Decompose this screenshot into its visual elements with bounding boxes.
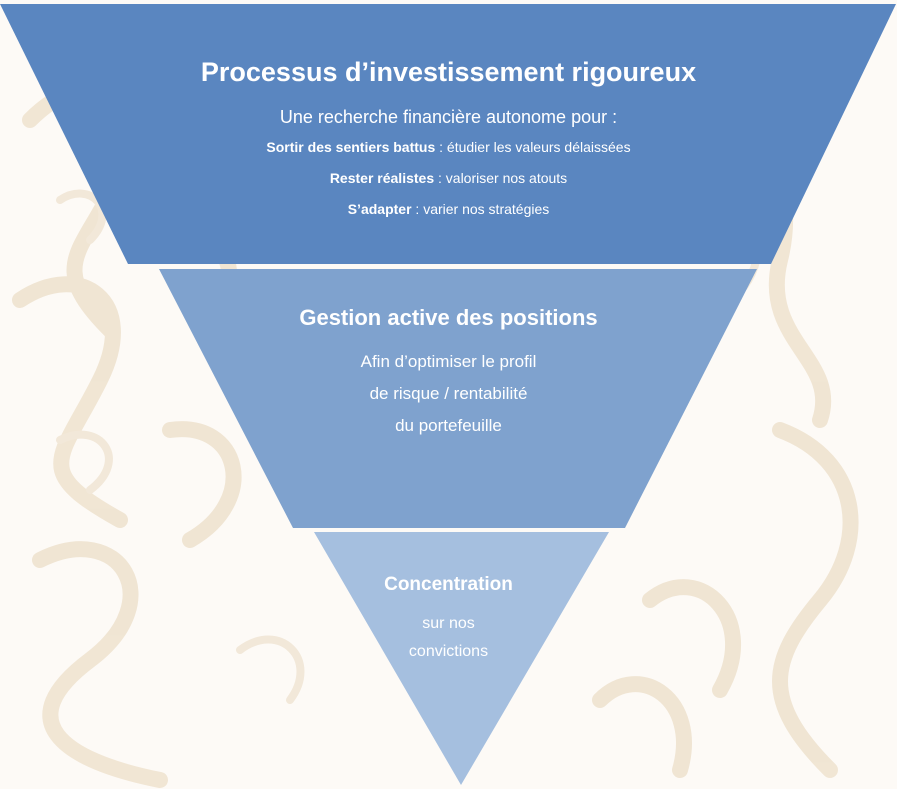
layer-middle-line: du portefeuille: [395, 416, 502, 435]
layer-bottom-text: Concentration sur nos convictions: [0, 570, 897, 666]
layer-bottom-title: Concentration: [384, 574, 513, 595]
layer-top-text: Processus d’investissement rigoureux Une…: [0, 52, 897, 225]
item-label: S’adapter: [347, 201, 412, 217]
item-text: : étudier les valeurs délaissées: [435, 139, 631, 155]
layer-bottom-line: sur nos: [422, 615, 475, 632]
layer-middle-title: Gestion active des positions: [299, 305, 598, 330]
pyramid-layer-bottom: [314, 532, 609, 785]
pyramid-layer-middle: [159, 269, 757, 528]
item-text: : varier nos stratégies: [411, 201, 550, 217]
layer-bottom-line: convictions: [408, 643, 489, 660]
layer-top-item: Rester réalistes : valoriser nos atouts: [0, 163, 897, 194]
pyramid-layer-top: [0, 4, 896, 264]
item-text: : valoriser nos atouts: [434, 170, 568, 186]
layer-top-item: S’adapter : varier nos stratégies: [0, 194, 897, 225]
item-label: Sortir des sentiers battus: [266, 139, 436, 155]
layer-middle-line: de risque / rentabilité: [369, 384, 528, 403]
item-label: Rester réalistes: [329, 170, 435, 186]
layer-top-item: Sortir des sentiers battus : étudier les…: [0, 132, 897, 163]
layer-middle-text: Gestion active des positions Afin d’opti…: [0, 300, 897, 442]
layer-top-intro: Une recherche financière autonome pour :: [279, 107, 618, 127]
layer-top-title: Processus d’investissement rigoureux: [200, 57, 697, 87]
layer-middle-line: Afin d’optimiser le profil: [360, 352, 537, 371]
